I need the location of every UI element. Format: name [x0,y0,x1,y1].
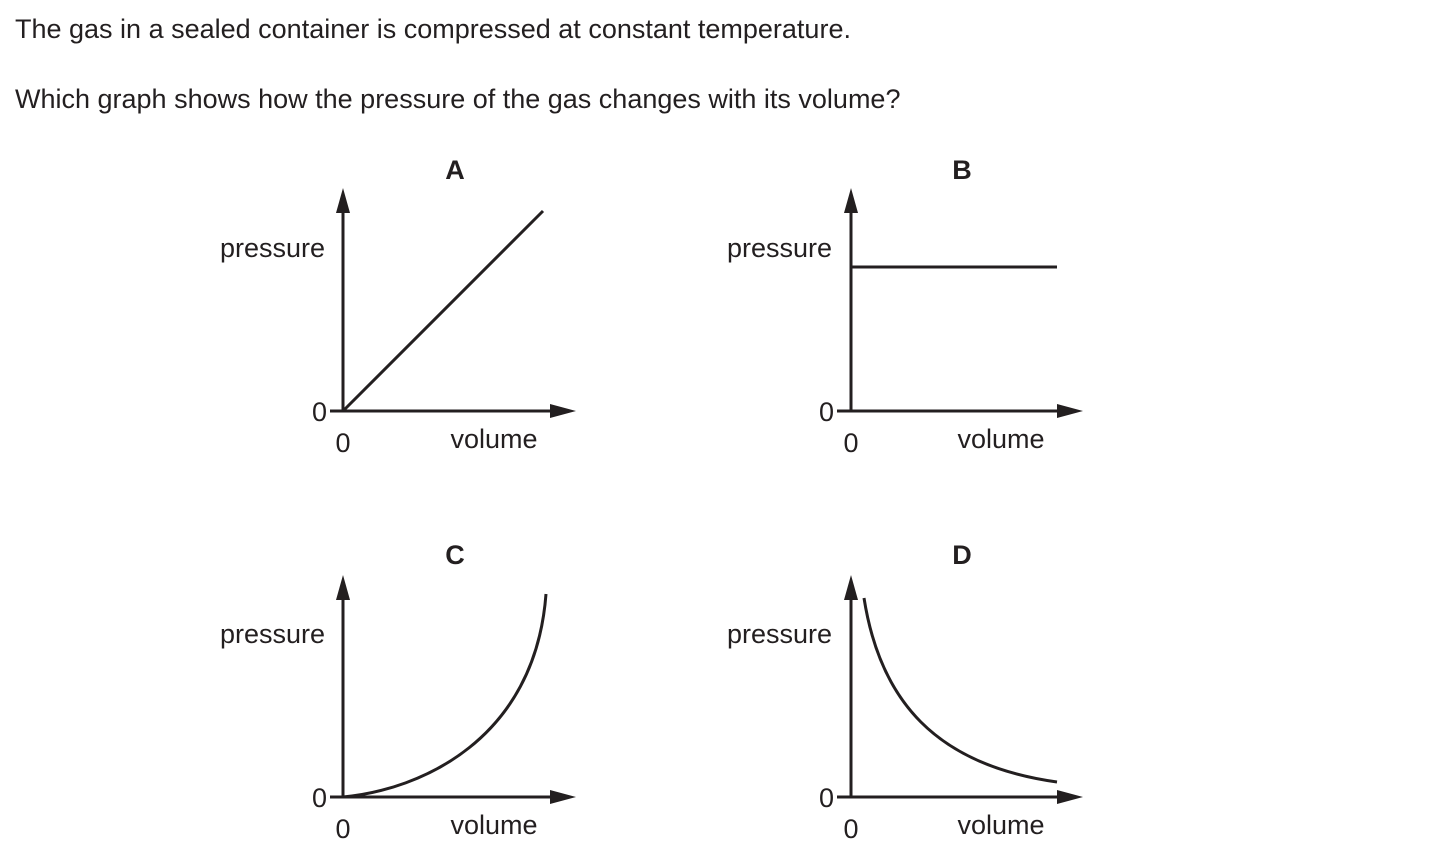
graph-c[interactable]: C pressure 0 0 volume [220,540,576,844]
option-letter-b: B [952,155,972,185]
y-origin-label-c: 0 [312,783,327,813]
option-letter-a: A [445,155,465,185]
graph-d[interactable]: D pressure 0 0 volume [727,540,1083,844]
x-origin-label-d: 0 [843,814,858,844]
curve-c [342,593,548,799]
y-origin-label-d: 0 [819,783,834,813]
y-axis-arrowhead-c [336,575,350,600]
x-axis-label-b: volume [957,424,1044,454]
curve-d [862,597,1058,784]
x-axis-arrowhead-b [1057,404,1083,418]
graph-a[interactable]: A pressure 0 0 volume [220,155,576,458]
x-axis-label-d: volume [957,810,1044,840]
y-axis-label-a: pressure [220,233,325,263]
question-line-2: Which graph shows how the pressure of th… [15,84,901,114]
x-axis-arrowhead-d [1057,790,1083,804]
option-letter-d: D [952,540,972,570]
x-axis-label-a: volume [450,424,537,454]
x-origin-label-a: 0 [335,428,350,458]
y-origin-label-b: 0 [819,397,834,427]
y-axis-label-d: pressure [727,619,832,649]
curve-a [341,209,545,413]
question-line-1: The gas in a sealed container is compres… [15,14,851,44]
y-axis-arrowhead-a [336,188,350,213]
x-origin-label-c: 0 [335,814,350,844]
y-axis-label-c: pressure [220,619,325,649]
y-axis-arrowhead-d [844,575,858,600]
x-axis-arrowhead-c [550,790,576,804]
y-axis-label-b: pressure [727,233,832,263]
x-origin-label-b: 0 [843,428,858,458]
graph-b[interactable]: B pressure 0 0 volume [727,155,1083,458]
option-letter-c: C [445,540,465,570]
y-origin-label-a: 0 [312,397,327,427]
x-axis-label-c: volume [450,810,537,840]
y-axis-arrowhead-b [844,188,858,213]
x-axis-arrowhead-a [550,404,576,418]
